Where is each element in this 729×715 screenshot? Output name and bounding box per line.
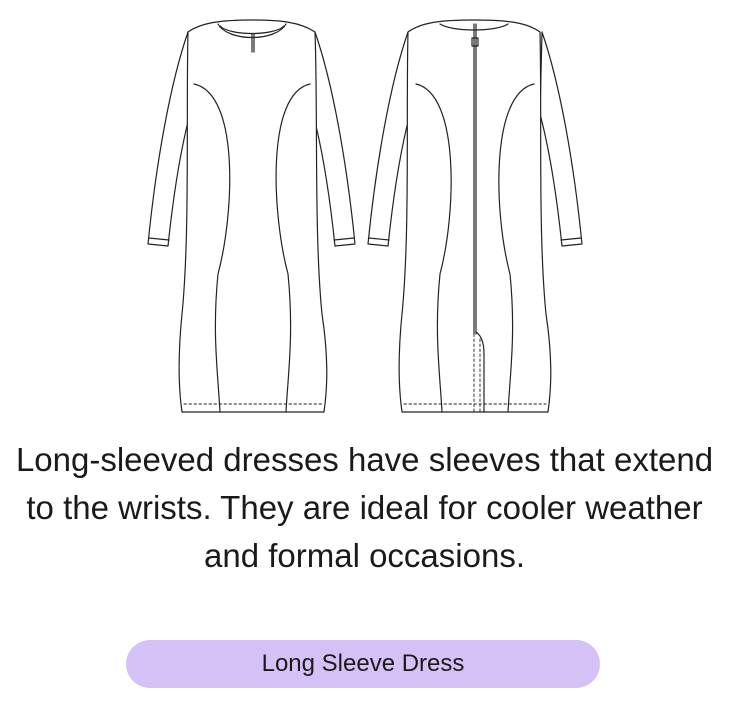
dress-description: Long-sleeved dresses have sleeves that e…: [15, 441, 714, 574]
dress-front-view: [147, 19, 356, 413]
dress-type-label: Long Sleeve Dress: [261, 650, 465, 677]
dress-type-tag[interactable]: Long Sleeve Dress: [126, 640, 600, 688]
dress-illustration: [130, 14, 600, 424]
dress-back-view: [367, 19, 583, 413]
dress-flat-sketch: [147, 19, 583, 413]
